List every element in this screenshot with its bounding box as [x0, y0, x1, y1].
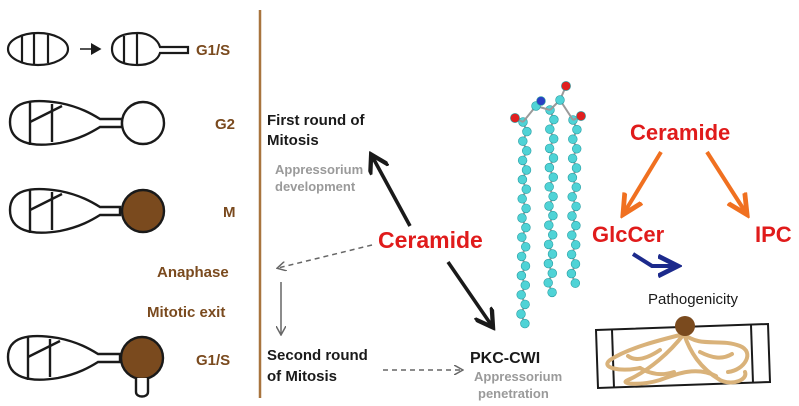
carbon-atom	[567, 211, 577, 221]
carbon-atom	[543, 278, 553, 288]
carbon-atom	[555, 95, 565, 105]
carbon-atom	[520, 299, 530, 310]
arrow-to-anaphase	[278, 244, 373, 268]
arrow-to-pkc	[446, 260, 492, 326]
carbon-atom	[566, 268, 577, 279]
carbon-atom	[543, 258, 554, 269]
carbon-atom	[516, 309, 526, 319]
arrow-to-glccer	[624, 150, 663, 213]
stage-label-anaphase: Anaphase	[157, 264, 229, 281]
arrow-to-ipc	[705, 150, 746, 213]
carbon-atom	[567, 230, 577, 240]
carbon-atom	[567, 172, 578, 183]
carbon-atom	[521, 222, 531, 233]
carbon-atom	[521, 203, 531, 214]
carbon-atom	[567, 192, 577, 202]
carbon-atom	[547, 268, 557, 278]
carbon-atom	[516, 270, 527, 281]
carbon-atom	[544, 162, 555, 173]
carbon-atom	[549, 114, 559, 125]
carbon-atom	[517, 213, 527, 223]
carbon-atom	[520, 318, 530, 329]
ceramide-right-label: Ceramide	[630, 120, 731, 145]
appressorium-dot	[675, 316, 695, 336]
ceramide-center-label: Ceramide	[378, 227, 483, 253]
spore-m	[8, 187, 166, 234]
carbon-atom	[548, 134, 559, 144]
ipc-label: IPC	[755, 222, 792, 247]
stage-label-g2: G2	[215, 116, 236, 133]
nitrogen-atom	[536, 96, 546, 106]
stage-label-g1s-bottom: G1/S	[196, 352, 231, 369]
carbon-atom	[517, 174, 528, 185]
stage-label-g1s-top: G1/S	[196, 42, 231, 59]
carbon-atom	[570, 259, 581, 269]
oxygen-atom	[561, 81, 571, 91]
stage-label-mitotic-exit: Mitotic exit	[147, 304, 226, 321]
carbon-atom	[545, 124, 555, 134]
carbon-atom	[520, 280, 530, 290]
carbon-atom	[543, 239, 554, 250]
first-mitosis-line2: Mitosis	[267, 132, 319, 149]
spore-g1s-bottom	[6, 334, 165, 398]
spore-g1s-top	[6, 31, 70, 67]
appressorium-development-line2: development	[275, 179, 356, 194]
carbon-atom	[544, 201, 554, 211]
glccer-label: GlcCer	[592, 222, 665, 247]
carbon-atom	[516, 251, 527, 262]
carbon-atom	[518, 136, 528, 146]
appressorium-penetration-line2: penetration	[478, 386, 549, 401]
carbon-atom	[571, 163, 582, 173]
carbon-atom	[548, 210, 558, 221]
carbon-atom	[570, 240, 581, 250]
arrow-to-first-mitosis	[372, 156, 412, 227]
carbon-atom	[567, 153, 578, 164]
carbon-atom	[571, 144, 582, 154]
carbon-atom	[547, 249, 558, 259]
carbon-atom	[548, 153, 559, 163]
carbon-atom	[568, 134, 578, 144]
carbon-atom	[570, 278, 580, 288]
carbon-atom	[571, 182, 581, 192]
carbon-atom	[547, 230, 558, 240]
carbon-atom	[566, 249, 577, 260]
stage-label-m: M	[223, 204, 236, 221]
pkc-cwi-label: PKC-CWI	[470, 350, 541, 367]
appressorium-development-line1: Appressorium	[275, 162, 364, 177]
carbon-atom	[544, 143, 555, 154]
carbon-atom	[522, 126, 532, 137]
second-mitosis-line2: of Mitosis	[267, 368, 337, 385]
carbon-atom	[520, 242, 531, 252]
oxygen-atom	[510, 113, 520, 123]
pathogenicity-label: Pathogenicity	[648, 291, 739, 308]
appressorium-penetration-line1: Appressorium	[474, 369, 563, 384]
spore-g2	[8, 99, 166, 146]
carbon-atom	[571, 201, 581, 212]
spore-germinating	[110, 31, 190, 67]
second-mitosis-line1: Second round	[267, 347, 368, 364]
first-mitosis-line1: First round of	[267, 112, 365, 129]
carbon-atom	[517, 232, 527, 242]
carbon-atom	[517, 194, 527, 204]
arrow-to-pathogenicity	[631, 252, 676, 266]
ceramide-molecule-model	[510, 81, 586, 329]
carbon-atom	[516, 290, 526, 300]
oxygen-atom	[576, 111, 586, 121]
plant-cell-infection	[594, 316, 772, 390]
carbon-atom	[547, 287, 557, 298]
carbon-atom	[572, 124, 582, 135]
carbon-atom	[517, 155, 528, 166]
carbon-atom	[520, 261, 531, 271]
carbon-atom	[521, 165, 532, 175]
carbon-atom	[544, 182, 554, 192]
carbon-atom	[521, 146, 532, 156]
carbon-atom	[544, 220, 554, 230]
carbon-atom	[521, 184, 531, 194]
carbon-atom	[571, 220, 581, 231]
carbon-atom	[548, 191, 558, 202]
carbon-atom	[548, 172, 558, 182]
